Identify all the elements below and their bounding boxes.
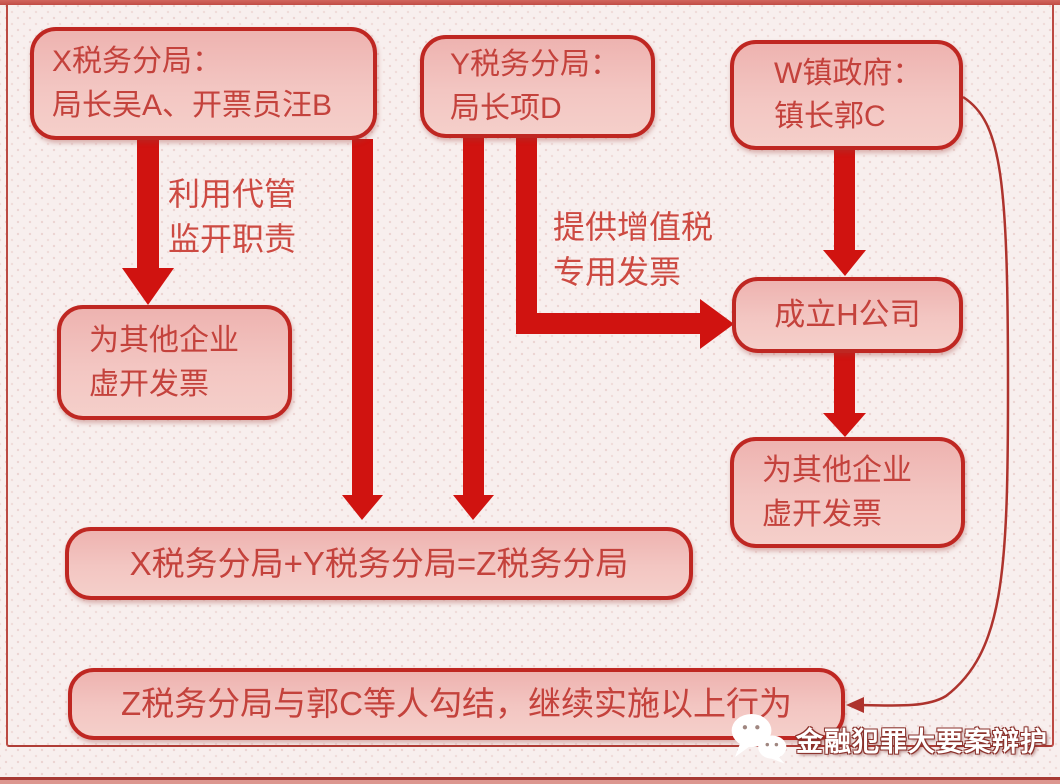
box-fake-invoice-right: 为其他企业 虚开发票: [730, 437, 965, 548]
arrow-y-to-merge: [453, 137, 494, 520]
box-h-company: 成立H公司: [732, 277, 963, 353]
watermark-text: 金融犯罪大要案辩护: [796, 727, 1048, 757]
bottom-border-line: [0, 777, 1060, 780]
box-x-tax-bureau: X税务分局： 局长吴A、开票员汪B: [30, 27, 377, 140]
box-merge-z-bureau: X税务分局+Y税务分局=Z税务分局: [65, 527, 693, 600]
top-border-strip: [0, 0, 1060, 5]
label-vat-invoice: 提供增值税 专用发票: [553, 209, 714, 290]
bottom-border-fill: [0, 780, 1060, 784]
curve-w-to-collusion: [846, 95, 1010, 713]
box-w-town-government: W镇政府： 镇长郭C: [730, 40, 963, 150]
box-y-tax-bureau: Y税务分局： 局长项D: [420, 35, 655, 138]
wechat-icon: [731, 713, 787, 764]
arrow-x-to-merge: [342, 139, 383, 520]
watermark: 金融犯罪大要案辩护: [730, 710, 1048, 764]
box-fake-invoice-left: 为其他企业 虚开发票: [57, 305, 292, 420]
arrow-h-to-fake-invoice: [823, 353, 866, 437]
label-duty-abuse: 利用代管 监开职责: [168, 176, 297, 257]
arrow-w-to-h-company: [823, 150, 866, 276]
box-collusion-statement: Z税务分局与郭C等人勾结，继续实施以上行为: [68, 668, 845, 740]
arrow-x-to-fake-invoice: [122, 139, 174, 305]
arrow-y-to-h-company: [516, 137, 734, 349]
